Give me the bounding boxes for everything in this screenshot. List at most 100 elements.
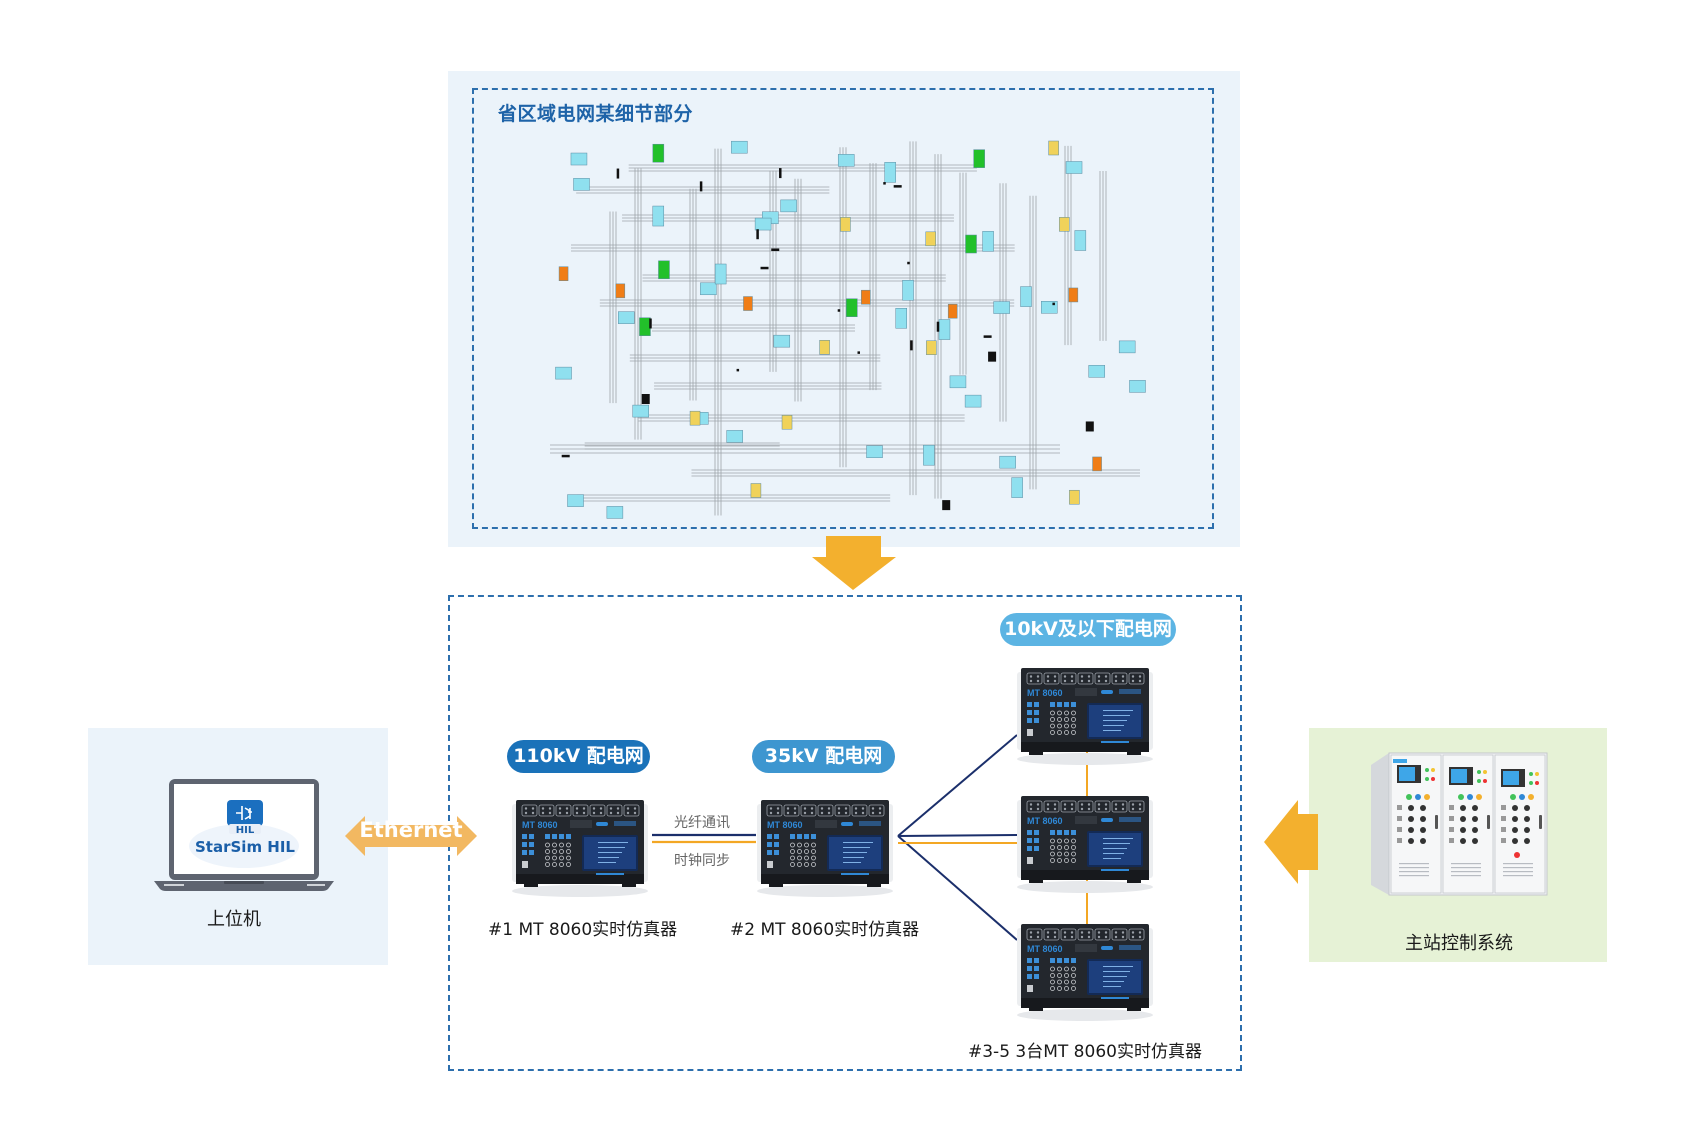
schematic-block: [743, 296, 753, 311]
schematic-breaker: [771, 248, 780, 252]
fiber-line-2-3: [897, 734, 1018, 837]
schematic-block: [731, 140, 748, 154]
schematic-breaker: [983, 335, 992, 338]
fiber-link-label: 光纤通讯: [674, 815, 730, 831]
schematic-block: [861, 289, 871, 305]
schematic-block: [1129, 380, 1146, 393]
fiber-line-2-5: [897, 835, 1018, 941]
grid-detail-title: 省区域电网某细节部分: [498, 103, 694, 125]
schematic-block: [866, 445, 883, 458]
grid-schematic: [550, 140, 1146, 519]
simulator-device-2: MT 8060: [755, 798, 895, 898]
schematic-block: [555, 366, 572, 380]
schematic-block: [1092, 456, 1102, 472]
schematic-block: [570, 152, 588, 166]
schematic-breaker: [699, 181, 703, 192]
schematic-block: [726, 430, 743, 443]
schematic-block: [773, 334, 791, 348]
clock-link-label: 时钟同步: [674, 853, 730, 869]
schematic-block: [1059, 217, 1070, 232]
schematic-block: [606, 506, 624, 519]
schematic-breaker: [641, 394, 650, 405]
schematic-breaker: [942, 500, 951, 511]
fiber-line-2-4: [897, 834, 1018, 837]
schematic-breaker: [756, 229, 759, 240]
schematic-block: [902, 280, 914, 301]
host-pc-caption: 上位机: [207, 909, 261, 930]
schematic-block: [1065, 161, 1083, 174]
simulator-device-3: MT 8060: [1015, 666, 1155, 766]
schematic-block: [846, 298, 858, 317]
schematic-block: [689, 410, 701, 426]
schematic-block: [558, 266, 569, 281]
schematic-breaker: [907, 261, 910, 265]
schematic-block: [973, 149, 985, 168]
schematic-block: [993, 301, 1010, 314]
badge-35kv: 35kV 配电网: [752, 740, 895, 773]
simulator-device-5: MT 8060: [1015, 922, 1155, 1022]
simulator-device-4: MT 8060: [1015, 794, 1155, 894]
schematic-block: [652, 205, 665, 227]
ethernet-double-arrow-icon: [345, 816, 477, 856]
schematic-breaker: [988, 351, 997, 362]
schematic-breaker: [616, 168, 620, 179]
schematic-block: [965, 234, 977, 254]
schematic-block: [658, 260, 670, 280]
control-cabinet-icon: [1371, 752, 1548, 896]
schematic-block: [632, 404, 649, 418]
schematic-block: [700, 282, 717, 296]
schematic-block: [754, 217, 772, 231]
schematic-breaker: [936, 321, 940, 332]
schematic-block: [926, 340, 937, 355]
schematic-breaker: [837, 309, 841, 312]
grid-detail-dashed-frame: [472, 88, 1214, 529]
schematic-block: [714, 263, 727, 285]
left-arrow-icon: [1264, 800, 1318, 884]
simulator-device-1: MT 8060: [510, 798, 650, 898]
device-model-text: MT 8060: [767, 820, 803, 830]
starsim-app-name: StarSim HIL: [195, 838, 295, 856]
schematic-block: [652, 143, 665, 163]
schematic-block: [617, 311, 635, 324]
schematic-breaker: [910, 340, 913, 351]
schematic-block: [840, 217, 851, 232]
schematic-breaker: [561, 454, 570, 458]
schematic-block: [923, 444, 935, 466]
schematic-block: [1069, 489, 1080, 505]
grid-detail-panel: [448, 71, 1240, 547]
schematic-block: [1074, 230, 1087, 251]
schematic-breaker: [1052, 302, 1055, 306]
device-model-text: MT 8060: [1027, 688, 1063, 698]
schematic-block: [567, 494, 584, 507]
schematic-block: [925, 231, 936, 247]
device-model-text: MT 8060: [1027, 816, 1063, 826]
badge-110kv: 110kV 配电网: [507, 740, 650, 773]
schematic-block: [1011, 477, 1023, 498]
schematic-block: [1088, 365, 1106, 378]
schematic-block: [947, 303, 958, 319]
schematic-block: [819, 340, 830, 355]
schematic-block: [1048, 140, 1059, 156]
devices-3-5-label: #3-5 3台MT 8060实时仿真器: [968, 1042, 1202, 1062]
schematic-breaker: [883, 182, 886, 185]
schematic-breaker: [893, 185, 902, 188]
schematic-block: [1068, 287, 1079, 303]
schematic-block: [964, 394, 982, 408]
device-model-text: MT 8060: [522, 820, 558, 830]
schematic-breaker: [1085, 421, 1094, 432]
schematic-block: [982, 231, 994, 252]
schematic-block: [781, 414, 793, 430]
schematic-block: [837, 154, 855, 167]
schematic-block: [780, 199, 797, 213]
device-2-label: #2 MT 8060实时仿真器: [730, 920, 920, 940]
schematic-block: [884, 162, 896, 183]
starsim-app-icon: [227, 800, 263, 834]
schematic-block: [615, 283, 626, 299]
schematic-block: [895, 308, 907, 329]
schematic-breaker: [736, 368, 740, 372]
badge-10kv: 10kV及以下配电网: [1000, 613, 1176, 646]
schematic-block: [1118, 340, 1136, 354]
schematic-block: [1020, 286, 1032, 307]
starsim-logo-text: HIL: [235, 825, 255, 836]
